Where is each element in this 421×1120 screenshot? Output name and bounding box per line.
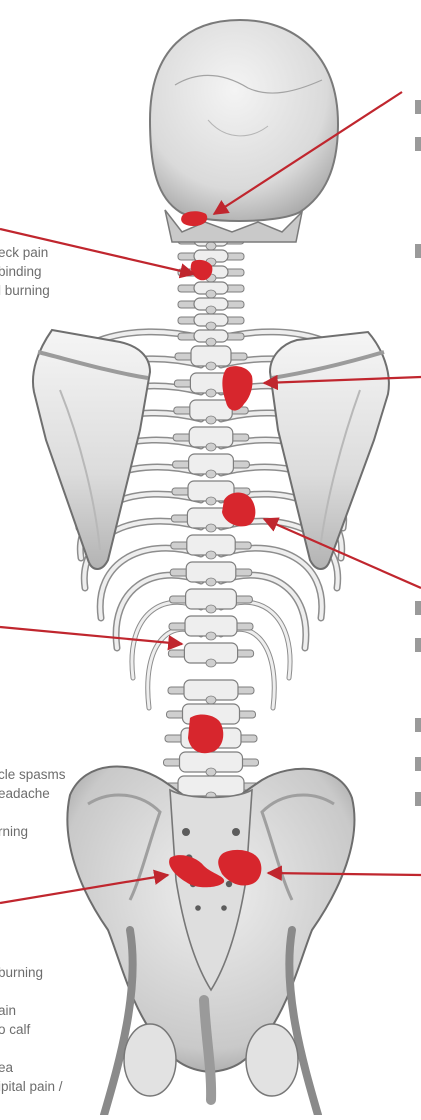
callout-neck-line-1: eck pain — [0, 243, 50, 262]
right-edge-text-fragment — [415, 100, 421, 114]
callout-pelvis-line-3: ain — [0, 1001, 63, 1020]
rib-highlight — [221, 602, 290, 678]
pelvis — [67, 766, 354, 1115]
callout-neck-line-3: l burning — [0, 281, 50, 300]
callout-pelvis-line-6: ea — [0, 1058, 63, 1077]
pain-marker-lumbar — [188, 715, 223, 754]
vertebra — [168, 680, 254, 704]
vertebra — [170, 562, 252, 586]
scapula-left — [33, 330, 150, 569]
scapula-right — [270, 332, 389, 569]
right-edge-text-fragment — [415, 638, 421, 652]
right-edge-text-fragment — [415, 244, 421, 258]
vertebra — [171, 535, 251, 559]
right-edge-text-fragment — [415, 137, 421, 151]
rib-highlight — [221, 575, 306, 648]
rib-highlight — [116, 575, 201, 648]
vertebra — [173, 427, 249, 451]
right-edge-text-fragment — [415, 718, 421, 732]
rib — [100, 548, 201, 618]
pointer-lumbar — [0, 627, 182, 644]
callout-mid-back-line-2: eadache — [0, 784, 66, 803]
callout-mid-back-line-1: cle spasms — [0, 765, 66, 784]
callout-mid-back-text: cle spasms eadache rning — [0, 765, 66, 841]
vertebra — [169, 616, 253, 640]
vertebra — [168, 643, 253, 667]
callout-pelvis-line-7: ipital pain / — [0, 1077, 63, 1096]
rib — [116, 575, 201, 648]
callout-pelvis-line-5 — [0, 1039, 63, 1058]
callout-pelvis-line-1: burning — [0, 963, 63, 982]
vertebra — [170, 589, 253, 613]
callout-neck-text: eck pain binding l burning — [0, 243, 50, 300]
vertebra — [178, 250, 244, 266]
callout-mid-back-line-3 — [0, 803, 66, 822]
callout-pelvis-text: burning ain o calf ea ipital pain / — [0, 963, 63, 1096]
vertebra — [164, 752, 259, 776]
rib-highlight — [100, 548, 201, 618]
callout-pelvis-line-2 — [0, 982, 63, 1001]
rib — [221, 602, 290, 678]
skull — [150, 20, 338, 242]
vertebra — [178, 298, 244, 314]
vertebra — [178, 282, 244, 298]
rib-highlight — [221, 548, 322, 618]
callout-mid-back-line-4: rning — [0, 822, 66, 841]
vertebra — [178, 314, 244, 330]
right-edge-text-fragment — [415, 601, 421, 615]
rib — [221, 575, 306, 648]
vertebra — [173, 454, 250, 478]
right-edge-text-fragment — [415, 792, 421, 806]
right-edge-text-fragment — [415, 757, 421, 771]
callout-neck-line-2: binding — [0, 262, 50, 281]
pain-marker-upper-thoracic — [222, 366, 252, 411]
rib — [221, 548, 322, 618]
callout-pelvis-line-4: o calf — [0, 1020, 63, 1039]
